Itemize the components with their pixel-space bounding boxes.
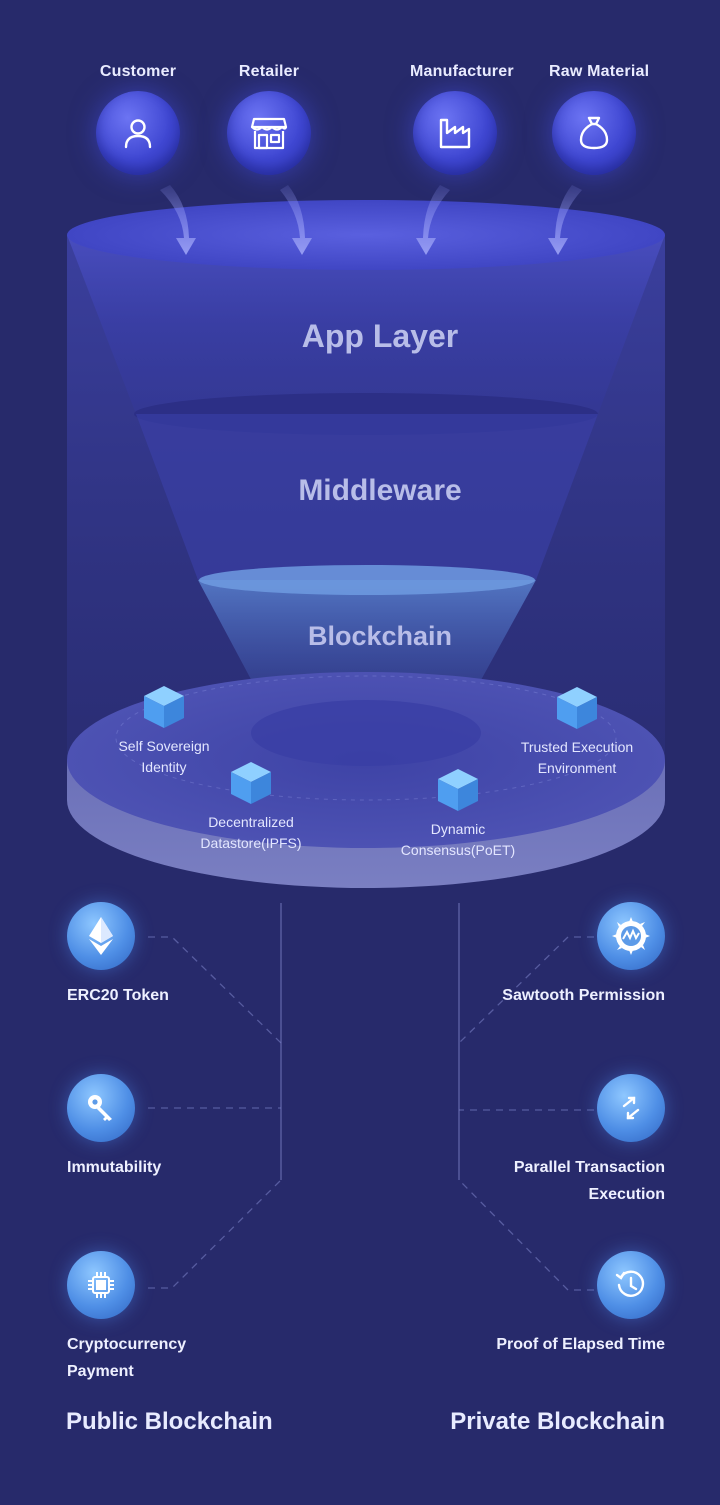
feature-label: Cryptocurrency Payment <box>67 1336 187 1380</box>
node-trusted-execution: Trusted Execution Environment <box>497 685 657 779</box>
cube-icon <box>438 769 478 811</box>
private-blockchain-title: Private Blockchain <box>450 1408 665 1435</box>
actor-raw-material: Raw Material <box>549 63 650 175</box>
actor-label: Customer <box>99 63 177 80</box>
factory-icon <box>413 91 497 175</box>
feature-immutability: Immutability <box>67 1074 161 1181</box>
actor-label: Raw Material <box>549 63 650 80</box>
node-self-sovereign-identity: Self Sovereign Identity <box>84 684 244 778</box>
feature-label: Immutability <box>67 1159 162 1176</box>
feature-sawtooth-permission: Sawtooth Permission <box>445 902 665 1009</box>
feature-parallel-transaction: Parallel Transaction Execution <box>445 1074 665 1208</box>
actor-label: Retailer <box>238 63 300 80</box>
layer-blockchain-title: Blockchain <box>307 621 453 651</box>
store-icon <box>227 91 311 175</box>
actor-retailer: Retailer <box>224 63 314 175</box>
history-clock-icon <box>597 1251 665 1319</box>
public-blockchain-title: Public Blockchain <box>66 1408 273 1435</box>
parallel-arrows-icon <box>597 1074 665 1142</box>
node-dynamic-consensus: Dynamic Consensus(PoET) <box>378 767 538 861</box>
feature-label: Parallel Transaction Execution <box>513 1159 665 1203</box>
node-label: Self Sovereign Identity <box>118 738 210 775</box>
feature-cryptocurrency-payment: Cryptocurrency Payment <box>67 1251 186 1385</box>
layer-app-title: App Layer <box>301 318 459 354</box>
feature-erc20-token: ERC20 Token <box>67 902 169 1009</box>
sawtooth-icon <box>597 902 665 970</box>
feature-label: ERC20 Token <box>67 987 169 1004</box>
node-label: Decentralized Datastore(IPFS) <box>200 814 302 851</box>
chip-icon <box>67 1251 135 1319</box>
feature-label: Proof of Elapsed Time <box>496 1336 665 1353</box>
actor-label: Manufacturer <box>410 63 514 80</box>
feature-label: Sawtooth Permission <box>502 987 665 1004</box>
person-icon <box>96 91 180 175</box>
cube-icon <box>231 762 271 804</box>
node-label: Trusted Execution Environment <box>520 739 634 776</box>
cube-icon <box>144 686 184 728</box>
sack-icon <box>552 91 636 175</box>
layer-middleware-title: Middleware <box>298 474 462 507</box>
node-label: Dynamic Consensus(PoET) <box>400 821 516 858</box>
actor-manufacturer: Manufacturer <box>410 63 514 175</box>
key-icon <box>67 1074 135 1142</box>
feature-proof-of-elapsed-time: Proof of Elapsed Time <box>445 1251 665 1358</box>
node-decentralized-datastore: Decentralized Datastore(IPFS) <box>171 760 331 854</box>
ethereum-icon <box>67 902 135 970</box>
actor-customer: Customer <box>93 63 183 175</box>
cube-icon <box>557 687 597 729</box>
